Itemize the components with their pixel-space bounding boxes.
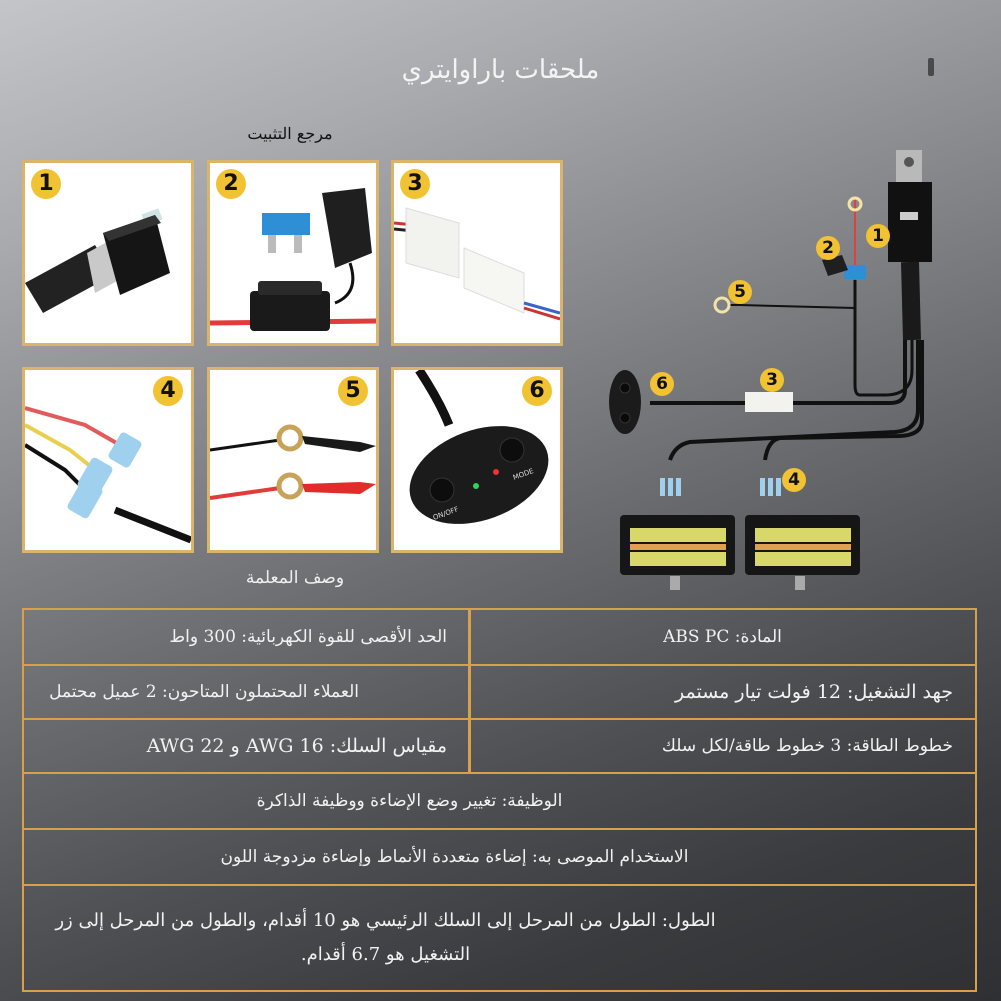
switch-pad-image: ON/OFF MODE [409,370,549,524]
reference-tile-ring-terminals: 5 [207,367,379,553]
callout-1: 1 [866,224,890,248]
spec-length: الطول: الطول من المرحل إلى السلك الرئيسي… [22,884,977,992]
spec-material: المادة: ABS PC [468,608,977,666]
callout-3: 3 [760,368,784,392]
spec-potential-customers: العملاء المحتملون المتاحون: 2 عميل محتمل [22,664,471,720]
badge-2: 2 [216,169,246,199]
reference-tile-relay: 1 [22,160,194,346]
badge-6: 6 [522,376,552,406]
spec-wire-gauge: مقياس السلك: 16 AWG و 22 AWG [22,718,471,774]
relay-image [25,208,170,313]
reference-tile-switch: ON/OFF MODE 6 [391,367,563,553]
connector-image [394,207,560,321]
spec-recommended-use: الاستخدام الموصى به: إضاءة متعددة الأنما… [22,828,977,886]
badge-4: 4 [153,376,183,406]
reference-tile-terminals: 4 [22,367,194,553]
spec-max-power: الحد الأقصى للقوة الكهربائية: 300 واط [22,608,471,666]
reference-tile-fuse: 2 [207,160,379,346]
reference-tile-connector: 3 [391,160,563,346]
installation-reference-heading: مرجع التثبيت [247,124,333,143]
fuse-holder-image [210,188,376,331]
callout-2: 2 [816,236,840,260]
spec-table: الحد الأقصى للقوة الكهربائية: 300 واط ال… [22,608,977,992]
spec-power-lines: خطوط الطاقة: 3 خطوط طاقة/لكل سلك [468,718,977,774]
callout-4: 4 [782,468,806,492]
callout-5: 5 [728,280,752,304]
ring-terminals-image [210,424,376,500]
page-title: ملحقات باراوايتري [401,55,600,85]
badge-5: 5 [338,376,368,406]
terminals-image [25,406,191,544]
decorative-mark [928,58,934,76]
wiring-harness-diagram: 1 2 3 4 5 6 [600,140,960,610]
spec-function: الوظيفة: تغيير وضع الإضاءة ووظيفة الذاكر… [22,772,977,830]
callout-6: 6 [650,372,674,396]
badge-3: 3 [400,169,430,199]
spec-operating-voltage: جهد التشغيل: 12 فولت تيار مستمر [468,664,977,720]
harness-illustration [609,150,932,590]
badge-1: 1 [31,169,61,199]
parameter-description-heading: وصف المعلمة [245,568,345,588]
